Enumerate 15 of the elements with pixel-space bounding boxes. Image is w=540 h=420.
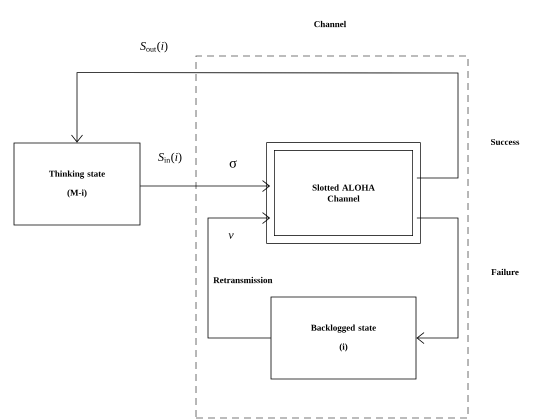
edge-label: S$_{in}$(i) bbox=[158, 152, 182, 164]
arrow bbox=[140, 180, 270, 192]
arrow bbox=[208, 212, 271, 338]
channel-box: Slotted ALOHA Channel bbox=[266, 142, 421, 244]
text-label: Success bbox=[491, 138, 520, 146]
arrow bbox=[416, 218, 458, 344]
node-label: Channel bbox=[314, 20, 346, 28]
edge-label: Retransmission bbox=[213, 276, 272, 284]
state-box: Thinking state (M-i) bbox=[14, 142, 140, 226]
symbol-label: v bbox=[228, 233, 234, 239]
arrow bbox=[71, 72, 458, 178]
edge-label: Failure bbox=[491, 268, 519, 276]
symbol-label: σ bbox=[230, 160, 237, 168]
state-box: Backlogged state (i) bbox=[270, 296, 416, 380]
edge-label: S$_{out}$(i) bbox=[140, 42, 168, 52]
